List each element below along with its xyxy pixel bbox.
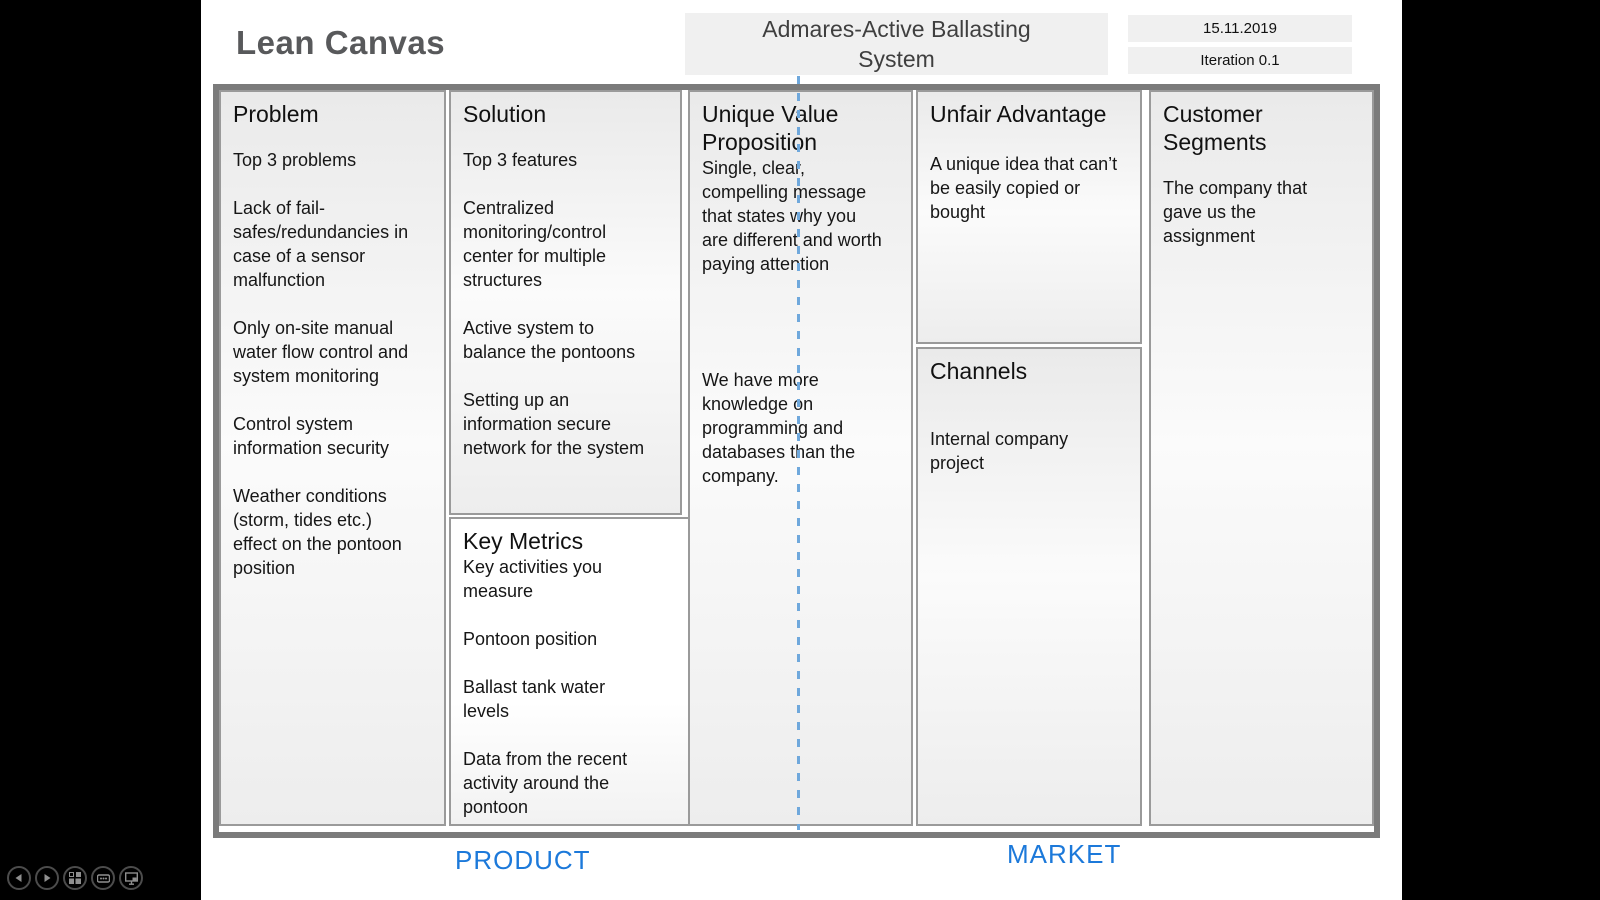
key-metrics-paragraph: Pontoon position: [463, 629, 598, 649]
unique-value-proposition-paragraph: We have more knowledge on programming an…: [702, 370, 856, 486]
key-metrics-heading: Key Metrics: [463, 528, 584, 554]
previous-arrow-icon: [13, 872, 25, 884]
unfair-advantage-heading: Unfair Advantage: [930, 101, 1107, 127]
solution-paragraph: Active system to balance the pontoons: [463, 318, 636, 362]
present-on-display-button[interactable]: [119, 866, 143, 890]
solution-heading: Solution: [463, 101, 547, 127]
channels-box: Channels Internal company project: [916, 347, 1142, 826]
unfair-advantage-box: Unfair Advantage A unique idea that can’…: [916, 90, 1142, 344]
next-slide-button[interactable]: [35, 866, 59, 890]
unfair-advantage-paragraph: A unique idea that can’t be easily copie…: [930, 154, 1118, 222]
presentation-controls: [7, 866, 143, 890]
solution-paragraph: Centralized monitoring/control center fo…: [463, 198, 607, 290]
key-metrics-paragraph: Data from the recent activity around the…: [463, 749, 628, 817]
slide-overview-button[interactable]: [63, 866, 87, 890]
problem-box: Problem Top 3 problems Lack of fail- saf…: [219, 90, 446, 826]
key-metrics-paragraph: Key activities you measure: [463, 557, 603, 601]
market-label: MARKET: [1007, 839, 1122, 869]
customer-segments-heading: Customer Segments: [1163, 101, 1267, 155]
product-market-divider-line: [797, 76, 800, 830]
previous-slide-button[interactable]: [7, 866, 31, 890]
customer-segments-box: Customer Segments The company that gave …: [1149, 90, 1374, 826]
problem-paragraph: Only on-site manual water flow control a…: [233, 318, 409, 386]
slide-grid-icon: [69, 872, 81, 884]
iteration-box: Iteration 0.1: [1128, 47, 1352, 74]
solution-box: Solution Top 3 features Centralized moni…: [449, 90, 682, 515]
solution-paragraph: Top 3 features: [463, 150, 578, 170]
channels-heading: Channels: [930, 358, 1028, 384]
problem-paragraph: Top 3 problems: [233, 150, 357, 170]
solution-paragraph: Setting up an information secure network…: [463, 390, 645, 458]
key-metrics-paragraph: Ballast tank water levels: [463, 677, 606, 721]
unique-value-proposition-box: Unique Value Proposition Single, clear, …: [688, 90, 913, 826]
date-box: 15.11.2019: [1128, 15, 1352, 42]
channels-paragraph: Internal company project: [930, 429, 1069, 473]
problem-paragraph: Weather conditions (storm, tides etc.) e…: [233, 486, 402, 578]
panel-dots-icon: [96, 872, 110, 885]
display-screen-icon: [124, 871, 138, 885]
problem-paragraph: Control system information security: [233, 414, 390, 458]
key-metrics-box: Key Metrics Key activities you measure P…: [449, 517, 690, 826]
problem-heading: Problem: [233, 101, 319, 127]
product-label: PRODUCT: [455, 845, 591, 875]
unique-value-proposition-heading: Unique Value Proposition: [702, 101, 839, 155]
problem-paragraph: Lack of fail- safes/redundancies in case…: [233, 198, 409, 290]
project-title-box: Admares-Active Ballasting System: [685, 13, 1108, 75]
presenter-toolbar-button[interactable]: [91, 866, 115, 890]
customer-segments-paragraph: The company that gave us the assignment: [1163, 178, 1308, 246]
next-arrow-icon: [41, 872, 53, 884]
page-title: Lean Canvas: [236, 24, 446, 61]
unique-value-proposition-paragraph: Single, clear, compelling message that s…: [702, 158, 882, 274]
